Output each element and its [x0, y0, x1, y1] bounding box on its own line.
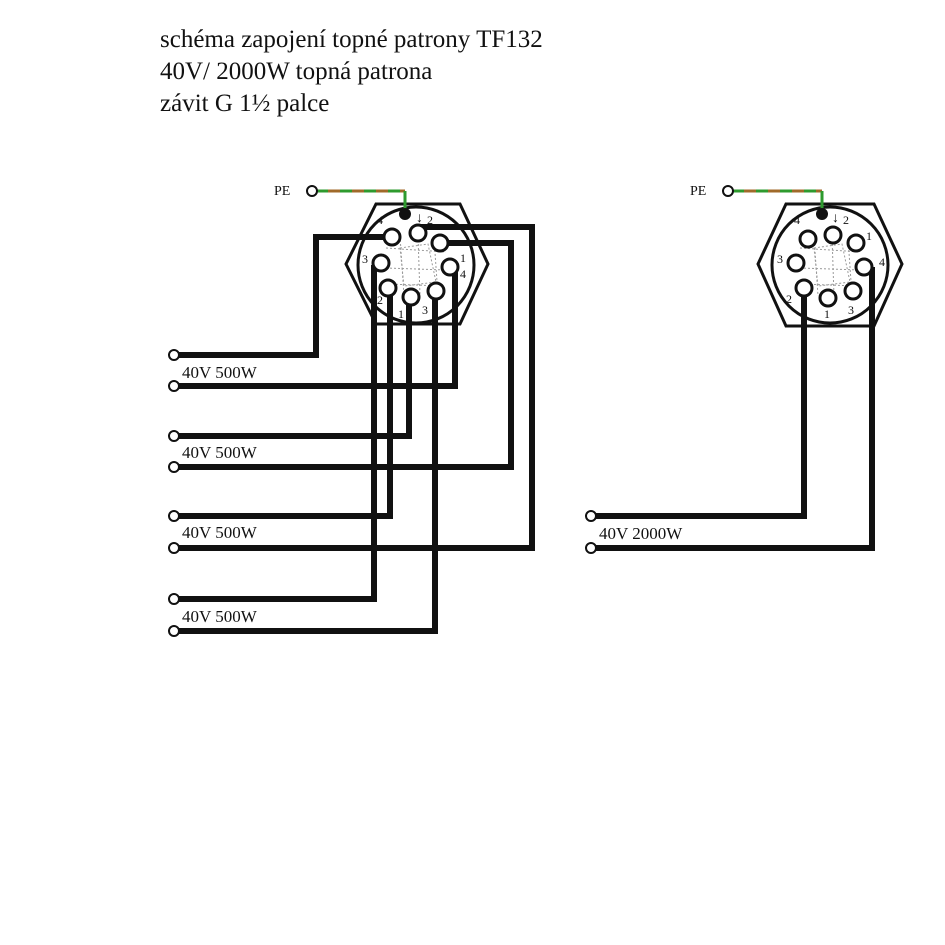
svg-text:3: 3 [362, 252, 368, 266]
left-output-terminals [168, 349, 180, 637]
left-pe-terminal [306, 185, 318, 197]
right-output-terminals [585, 510, 597, 554]
left-flange-circle [356, 205, 476, 325]
right-output-label: 40V 2000W [599, 524, 683, 543]
svg-text:3: 3 [422, 303, 428, 317]
right-pe-label: PE [690, 184, 706, 199]
right-pe-terminal [722, 185, 734, 197]
left-pins [371, 223, 460, 307]
left-wire-3b [174, 224, 535, 551]
right-wiring-diagram: PE ↓ 4 2 1 3 4 2 1 3 [585, 184, 904, 554]
svg-text:2: 2 [786, 292, 792, 306]
left-wires [174, 224, 535, 634]
left-wire-4b [174, 292, 438, 634]
svg-text:↓: ↓ [416, 211, 423, 226]
right-pin-numbers: 4 2 1 3 4 2 1 3 [777, 213, 885, 321]
right-pe-pin [816, 208, 828, 220]
svg-text:1: 1 [460, 251, 466, 265]
left-wire-4a [174, 265, 377, 602]
title-line-3: závit G 1½ palce [160, 90, 330, 117]
right-wire-a [591, 288, 807, 519]
svg-text:4: 4 [879, 255, 885, 269]
left-output-label-4: 40V 500W [182, 607, 258, 626]
svg-text:2: 2 [843, 213, 849, 227]
left-wire-3a [174, 288, 393, 519]
left-pin-numbers: 4 2 3 1 4 1 3 2 [362, 213, 466, 321]
svg-text:4: 4 [794, 213, 800, 227]
left-wiring-diagram: PE ↓ [168, 184, 535, 637]
left-wire-1b [174, 267, 458, 389]
svg-text:4: 4 [460, 267, 466, 281]
left-hex-housing [344, 202, 490, 326]
diagram-title-block: schéma zapojení topné patrony TF132 40V/… [160, 24, 543, 120]
svg-text:1: 1 [824, 307, 830, 321]
svg-text:1: 1 [866, 229, 872, 243]
left-pe-label: PE [274, 184, 290, 199]
right-wires [591, 267, 875, 551]
title-line-1: schéma zapojení topné patrony TF132 [160, 26, 543, 53]
svg-text:3: 3 [777, 252, 783, 266]
left-output-label-3: 40V 500W [182, 523, 258, 542]
left-output-label-2: 40V 500W [182, 443, 258, 462]
svg-text:1: 1 [398, 307, 404, 321]
svg-text:3: 3 [848, 303, 854, 317]
right-flange-circle [770, 205, 890, 325]
svg-text:4: 4 [377, 213, 383, 227]
left-wire-2b [174, 240, 514, 470]
left-wire-2a [174, 298, 412, 439]
right-pins [786, 225, 874, 308]
svg-text:2: 2 [377, 293, 383, 307]
svg-text:2: 2 [427, 213, 433, 227]
svg-text:↓: ↓ [832, 211, 839, 226]
left-output-label-1: 40V 500W [182, 363, 258, 382]
right-wire-b [591, 267, 875, 551]
left-wire-1a [174, 234, 392, 358]
title-line-2: 40V/ 2000W topná patrona [160, 58, 433, 85]
left-pe-pin [399, 208, 411, 220]
